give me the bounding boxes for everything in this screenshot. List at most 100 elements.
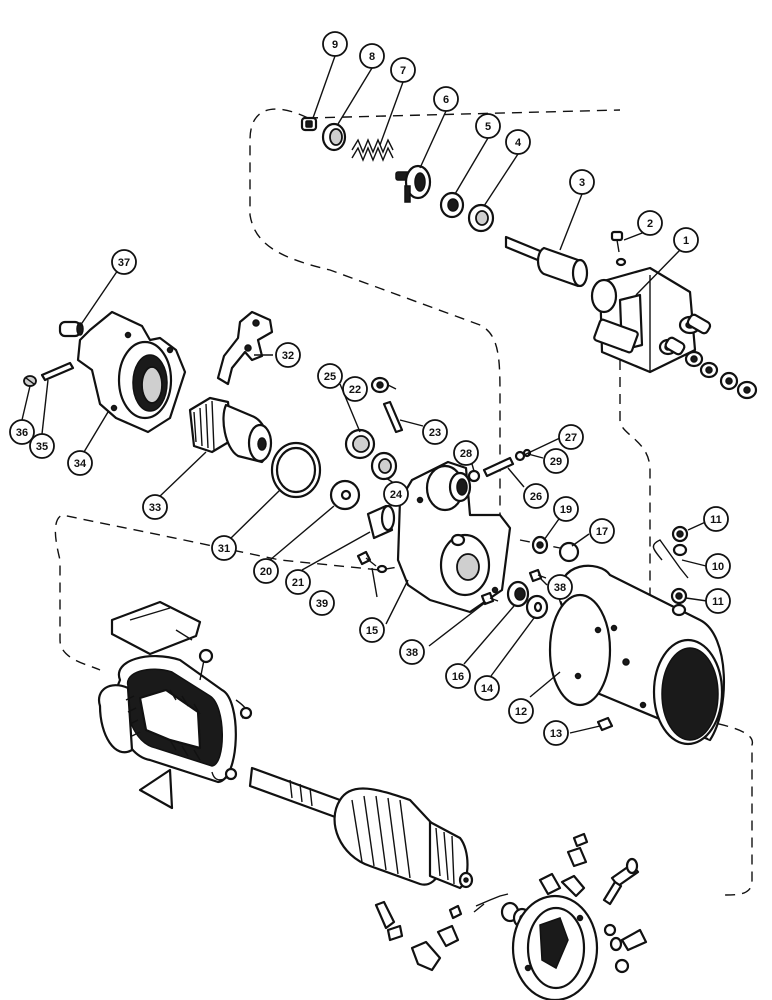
svg-text:39: 39 [316, 598, 328, 610]
svg-text:34: 34 [74, 458, 87, 470]
callout-29: 29 [543, 448, 569, 474]
callout-39: 39 [309, 590, 335, 616]
callout-34: 35 [29, 433, 55, 459]
callout-2: 2 [637, 210, 663, 236]
callout-35: 36 [9, 419, 35, 445]
callout-23: 23 [422, 419, 448, 445]
svg-text:26: 26 [530, 491, 542, 503]
svg-text:27: 27 [565, 432, 577, 444]
svg-text:15: 15 [366, 625, 378, 637]
part-bolt [603, 923, 648, 974]
part-bushing-20 [366, 504, 396, 540]
part-ring-8 [321, 122, 347, 152]
part-brush-spring [473, 893, 509, 913]
solenoid-nuts [684, 350, 758, 400]
solenoid-assembly [300, 116, 758, 400]
part-bushing-36 [58, 320, 84, 338]
svg-text:31: 31 [218, 543, 230, 555]
callout-6: 6 [433, 86, 459, 112]
svg-text:20: 20 [260, 566, 272, 578]
callout-13: 13 [543, 720, 569, 746]
svg-text:6: 6 [443, 94, 449, 106]
svg-text:1: 1 [683, 235, 689, 247]
svg-text:22: 22 [349, 384, 361, 396]
part-screw-37 [528, 568, 547, 583]
callout-19: 19 [553, 496, 579, 522]
part-field-coils [97, 655, 237, 784]
part-washer-14 [525, 594, 549, 620]
part-seal-24 [344, 428, 376, 460]
svg-text:29: 29 [550, 456, 562, 468]
part-field-coil-leads [198, 648, 253, 781]
callout-3: 3 [569, 169, 595, 195]
svg-text:11: 11 [710, 514, 722, 526]
callout-36: 37 [111, 249, 137, 275]
part-plunger-3 [504, 235, 589, 288]
part-pin-34 [40, 361, 75, 382]
callout-31: 33 [142, 494, 168, 520]
part-washer-11-mid [672, 543, 688, 557]
callout-28: 28 [453, 440, 479, 466]
svg-text:37: 37 [118, 257, 130, 269]
part-insulator-plate [110, 600, 202, 656]
svg-text:17: 17 [596, 526, 608, 538]
callout-21: 20 [253, 558, 279, 584]
callout-16: 16 [445, 663, 471, 689]
callout-30: 31 [211, 535, 237, 561]
svg-text:16: 16 [452, 671, 464, 683]
field-frame-group [548, 525, 726, 746]
svg-text:24: 24 [390, 489, 403, 501]
callout-24: 25 [317, 363, 343, 389]
svg-text:38: 38 [406, 647, 418, 659]
part-bearing-16 [506, 580, 530, 608]
callouts: 9 8 7 6 5 4 3 2 1 37 32 25 22 36 35 34 2… [9, 31, 731, 746]
part-screw-39 [356, 550, 388, 574]
armature-group [248, 766, 474, 890]
part-drive-housing-33 [76, 310, 187, 434]
svg-text:32: 32 [282, 350, 294, 362]
part-pin-26 [482, 456, 515, 478]
part-solenoid-1 [590, 266, 712, 374]
part-intermediate-housing-15 [396, 460, 512, 614]
svg-text:36: 36 [16, 427, 28, 439]
svg-text:28: 28 [460, 448, 472, 460]
part-clip-27 [514, 450, 526, 462]
svg-text:3: 3 [579, 177, 585, 189]
part-screw-38 [480, 591, 499, 606]
svg-text:35: 35 [36, 441, 48, 453]
part-washer-5 [439, 191, 465, 219]
part-terminal-stud [602, 857, 640, 906]
part-washer-25 [370, 451, 398, 481]
part-washer-4 [467, 203, 495, 233]
callout-14: 14 [474, 675, 500, 701]
svg-text:25: 25 [324, 371, 336, 383]
part-screw-2 [610, 230, 627, 267]
callout-33: 34 [67, 450, 93, 476]
callout-7: 7 [390, 57, 416, 83]
part-armature-shaft [248, 766, 342, 820]
part-spring-7 [351, 138, 394, 162]
part-setscrew-35 [23, 375, 37, 387]
callout-4: 4 [505, 129, 531, 155]
part-plug-19 [531, 535, 549, 555]
svg-text:12: 12 [515, 706, 527, 718]
part-shift-lever-32 [216, 310, 274, 386]
callout-37: 38 [547, 574, 573, 600]
svg-text:21: 21 [292, 577, 304, 589]
part-field-frame-12 [548, 564, 726, 746]
svg-text:23: 23 [429, 427, 441, 439]
part-nut-9 [300, 116, 318, 132]
callout-17: 17 [589, 518, 615, 544]
svg-text:9: 9 [332, 39, 338, 51]
callout-15: 15 [359, 617, 385, 643]
part-contact-disc-6 [395, 164, 432, 203]
part-snap-ring-30 [270, 441, 322, 499]
callout-26: 26 [523, 483, 549, 509]
svg-text:7: 7 [400, 65, 406, 77]
callout-22: 22 [342, 376, 368, 402]
warning-triangle-icon [138, 768, 174, 810]
end-frame-group [374, 832, 648, 1000]
svg-text:33: 33 [149, 502, 161, 514]
part-brush-holder [538, 872, 562, 896]
svg-text:5: 5 [485, 121, 491, 133]
